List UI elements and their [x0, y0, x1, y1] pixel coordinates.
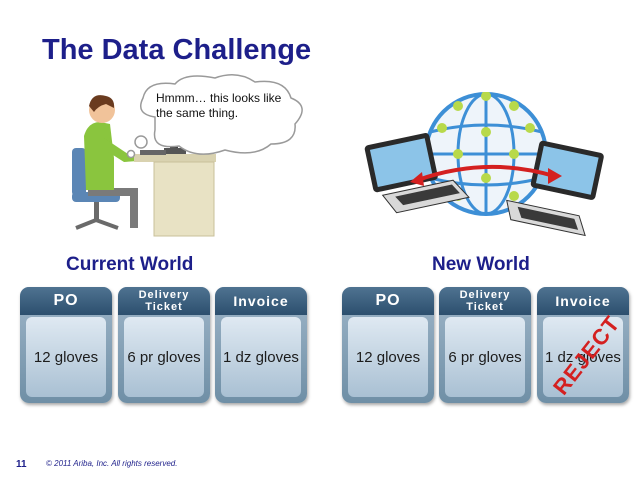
- card-header: Delivery Ticket: [118, 287, 210, 315]
- card-header: PO: [20, 287, 112, 315]
- card-value: 1 dz gloves: [543, 317, 623, 397]
- current-invoice-card: Invoice 1 dz gloves: [215, 287, 307, 403]
- new-world-label: New World: [432, 254, 530, 275]
- new-invoice-card: Invoice 1 dz gloves: [537, 287, 629, 403]
- card-value: 12 gloves: [348, 317, 428, 397]
- current-world-label: Current World: [66, 254, 194, 275]
- current-delivery-ticket-card: Delivery Ticket 6 pr gloves: [118, 287, 210, 403]
- slide-title: The Data Challenge: [42, 34, 312, 66]
- copyright-notice: © 2011 Ariba, Inc. All rights reserved.: [46, 459, 178, 468]
- card-header: PO: [342, 287, 434, 315]
- current-po-card: PO 12 gloves: [20, 287, 112, 403]
- new-po-card: PO 12 gloves: [342, 287, 434, 403]
- network-globe-illustration: [364, 92, 604, 237]
- card-header: Delivery Ticket: [439, 287, 531, 315]
- new-delivery-ticket-card: Delivery Ticket 6 pr gloves: [439, 287, 531, 403]
- card-value: 6 pr gloves: [124, 317, 204, 397]
- card-value: 12 gloves: [26, 317, 106, 397]
- thought-bubble-shape: [126, 74, 303, 159]
- thought-bubble-text: Hmmm… this looks like the same thing.: [156, 91, 282, 120]
- card-value: 1 dz gloves: [221, 317, 301, 397]
- card-header: Invoice: [215, 287, 307, 315]
- page-number: 11: [16, 459, 27, 470]
- card-value: 6 pr gloves: [445, 317, 525, 397]
- card-header: Invoice: [537, 287, 629, 315]
